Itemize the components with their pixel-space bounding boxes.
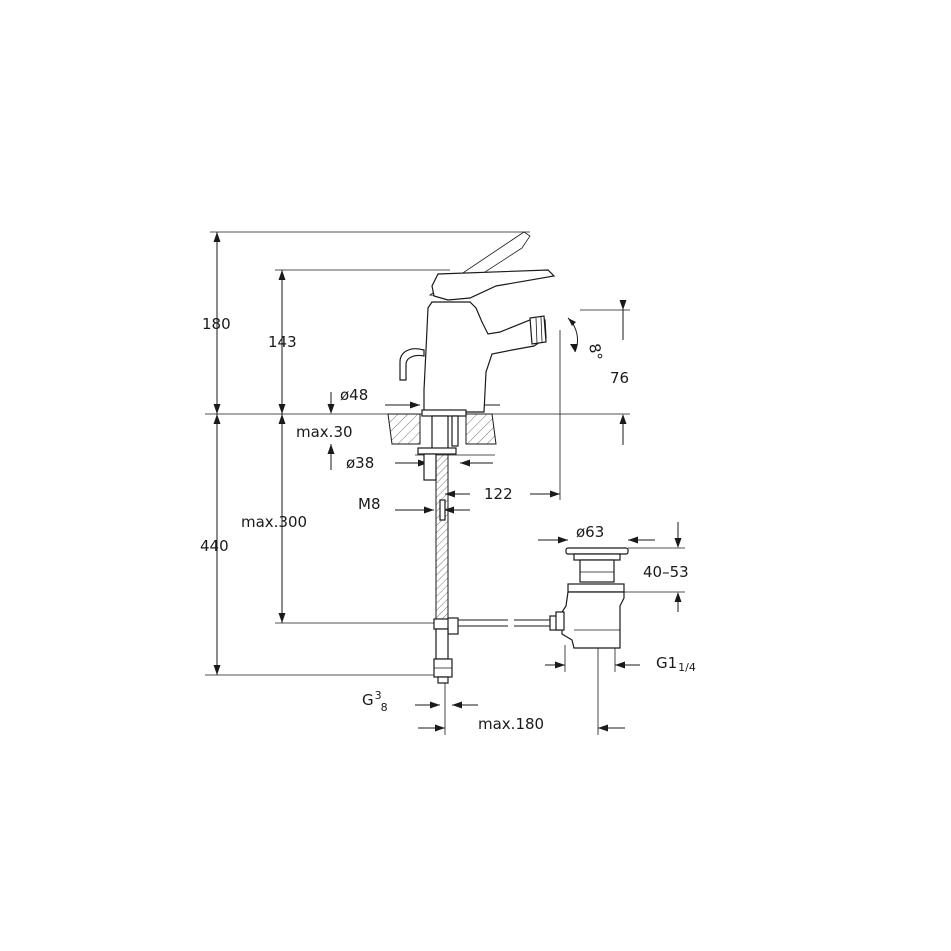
dim-base-diameter: ø48 bbox=[340, 386, 368, 404]
dim-rod-length: max.180 bbox=[478, 715, 544, 733]
dim-waste-thread-main: G1 bbox=[656, 654, 677, 672]
dim-waste-diameter: ø63 bbox=[576, 523, 604, 541]
vertical-dimension-lines bbox=[213, 232, 682, 675]
dim-total-height: 180 bbox=[202, 315, 231, 333]
dim-reach: 122 bbox=[484, 485, 513, 503]
pop-up-rod bbox=[458, 615, 561, 631]
horizontal-dimension-lines bbox=[385, 401, 655, 732]
dim-thread: M8 bbox=[358, 495, 381, 513]
dim-hose-length: max.300 bbox=[241, 513, 307, 531]
dim-inlet-thread-den: 8 bbox=[381, 701, 388, 714]
dim-lever-height: 143 bbox=[268, 333, 297, 351]
faucet-body bbox=[399, 231, 579, 417]
dim-waste-thread: G11/4 bbox=[656, 654, 696, 674]
dim-inlet-thread: G38 bbox=[362, 689, 388, 714]
dim-inlet-thread-num: 3 bbox=[375, 689, 382, 702]
dim-below-height: 440 bbox=[200, 537, 229, 555]
dimension-labels: 180 143 76 8° ø48 max.30 ø38 M8 122 max.… bbox=[200, 315, 696, 733]
dim-max-deck: max.30 bbox=[296, 423, 353, 441]
shank-and-hoses bbox=[417, 415, 459, 684]
dim-waste-thread-frac: 1/4 bbox=[678, 661, 696, 674]
dim-spout-height: 76 bbox=[610, 369, 629, 387]
dim-waste-range: 40–53 bbox=[643, 563, 689, 581]
deck-section bbox=[387, 413, 497, 445]
dim-spout-angle: 8° bbox=[585, 342, 606, 362]
dim-shank-diameter: ø38 bbox=[346, 454, 374, 472]
waste-assembly bbox=[555, 547, 629, 649]
dim-inlet-thread-main: G bbox=[362, 691, 374, 709]
